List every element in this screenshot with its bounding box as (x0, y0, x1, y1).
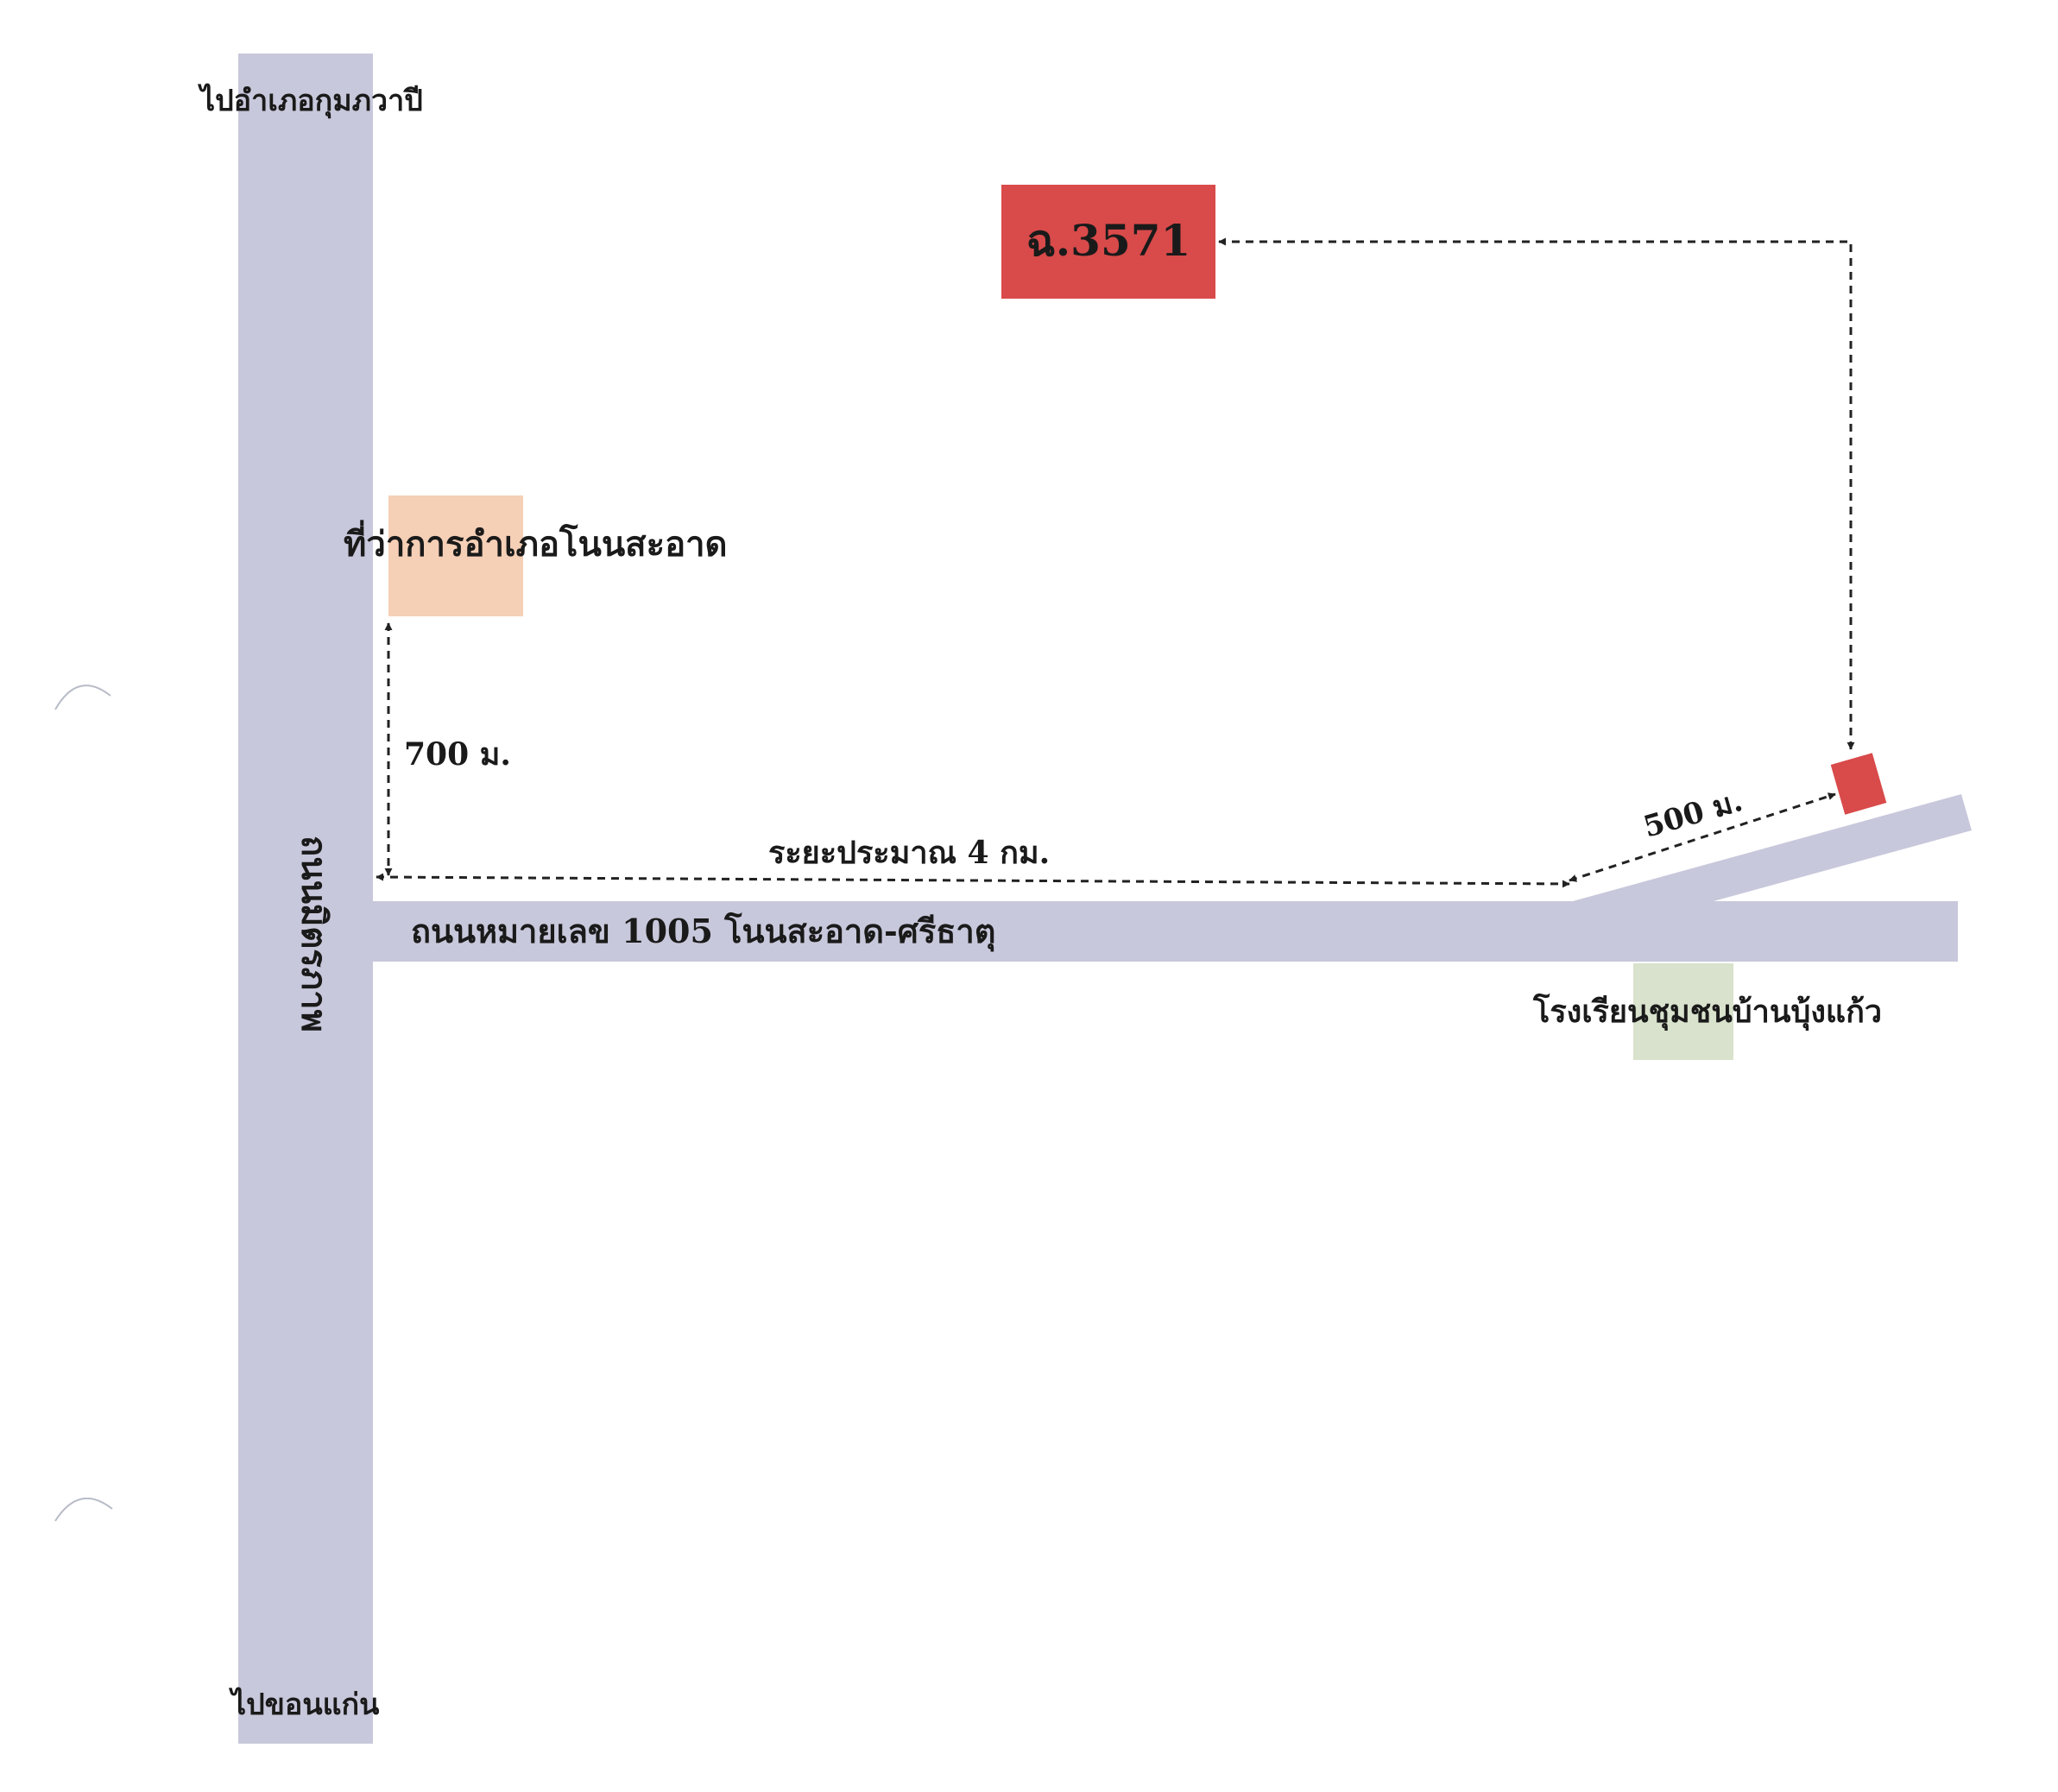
branch-road (1573, 794, 1972, 901)
plot-marker (1830, 753, 1887, 815)
school-block (1633, 963, 1733, 1060)
scan-mark (54, 685, 111, 710)
label-to-khonkaen: ไปขอนแก่น (229, 1687, 379, 1722)
label-to-kumphawapi: ไปอำเภอกุมภวาปี (198, 83, 423, 119)
label-distance-4km: ระยะประมาณ 4 กม. (768, 835, 1050, 871)
road-1005 (373, 901, 1958, 962)
arrow-plot-link (1218, 237, 1855, 750)
label-distance-700: 700 ม. (404, 736, 511, 773)
label-road-1005: ถนนหมายเลข 1005 โนนสะอาด-ศรีธาตุ (411, 912, 995, 952)
label-main-road: ถนนมิตรภาพ (294, 836, 334, 1032)
scan-mark (54, 1497, 113, 1522)
label-school: โรงเรียนชุมชนบ้านบุ้งแก้ว (1532, 993, 1882, 1032)
label-district-office: ที่ว่าการอำเภอโนนสะอาด (344, 520, 728, 565)
plot-label-box (1001, 185, 1215, 299)
label-plot-id: ฉ.3571 (1026, 215, 1191, 266)
main-road (238, 54, 373, 1744)
arrow-4km (376, 873, 1570, 888)
district-office-block (388, 495, 523, 616)
label-distance-500: 500 ม. (1639, 784, 1746, 845)
arrow-500m (1569, 792, 1836, 882)
